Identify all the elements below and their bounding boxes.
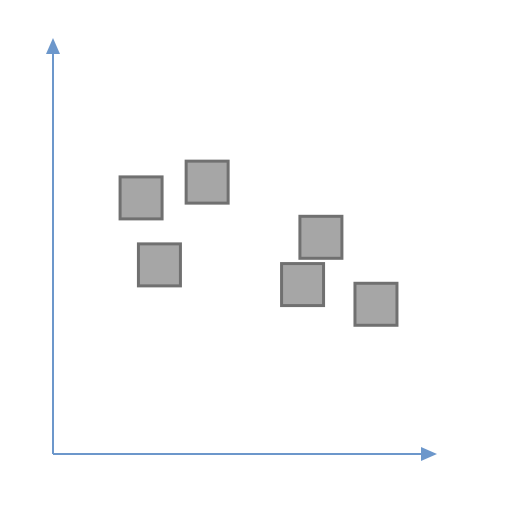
x-axis-arrowhead [421,447,437,461]
axes [46,38,437,461]
data-points [118,159,399,327]
data-point-2 [184,159,230,205]
data-point-6 [353,281,399,327]
data-point-3 [136,242,182,288]
data-point-4 [298,214,344,260]
y-axis-arrowhead [46,38,60,54]
data-point-1 [118,175,164,221]
data-point-5 [280,262,326,308]
